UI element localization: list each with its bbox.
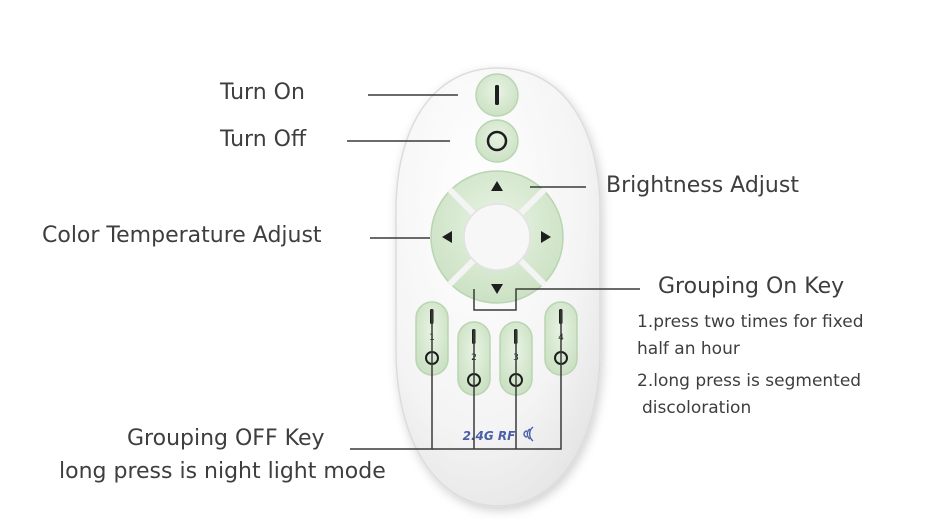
color-temp-left-button[interactable]	[436, 212, 458, 262]
up-triangle-icon	[491, 181, 503, 191]
brightness-up-button[interactable]	[472, 176, 522, 198]
label-grouping-on: Grouping On Key	[658, 274, 845, 299]
brand-text: 2.4G RF	[463, 429, 517, 443]
label-grouping-off-note: long press is night light mode	[59, 459, 386, 484]
label-grouping-on-note1a: 1.press two times for fixed	[637, 312, 864, 332]
brightness-down-button[interactable]	[472, 276, 522, 298]
rf-signal-icon	[523, 426, 534, 442]
leader-lines	[347, 94, 640, 450]
label-color-temp: Color Temperature Adjust	[42, 223, 322, 248]
label-grouping-on-note2b: discoloration	[642, 398, 752, 418]
power-on-bar-icon	[495, 85, 499, 105]
label-grouping-on-note2a: 2.long press is segmented	[637, 371, 862, 391]
label-turn-on: Turn On	[220, 80, 305, 105]
color-temp-right-button[interactable]	[536, 212, 558, 262]
label-grouping-off: Grouping OFF Key	[127, 426, 325, 451]
turn-off-button[interactable]	[475, 119, 519, 163]
label-grouping-on-note1b: half an hour	[637, 339, 740, 359]
dpad	[430, 170, 564, 304]
right-triangle-icon	[541, 231, 551, 243]
power-off-ring-icon	[486, 130, 508, 152]
left-triangle-icon	[442, 231, 452, 243]
label-brightness: Brightness Adjust	[606, 173, 799, 198]
turn-on-button[interactable]	[475, 73, 519, 117]
down-triangle-icon	[491, 284, 503, 294]
label-turn-off: Turn Off	[220, 127, 307, 152]
